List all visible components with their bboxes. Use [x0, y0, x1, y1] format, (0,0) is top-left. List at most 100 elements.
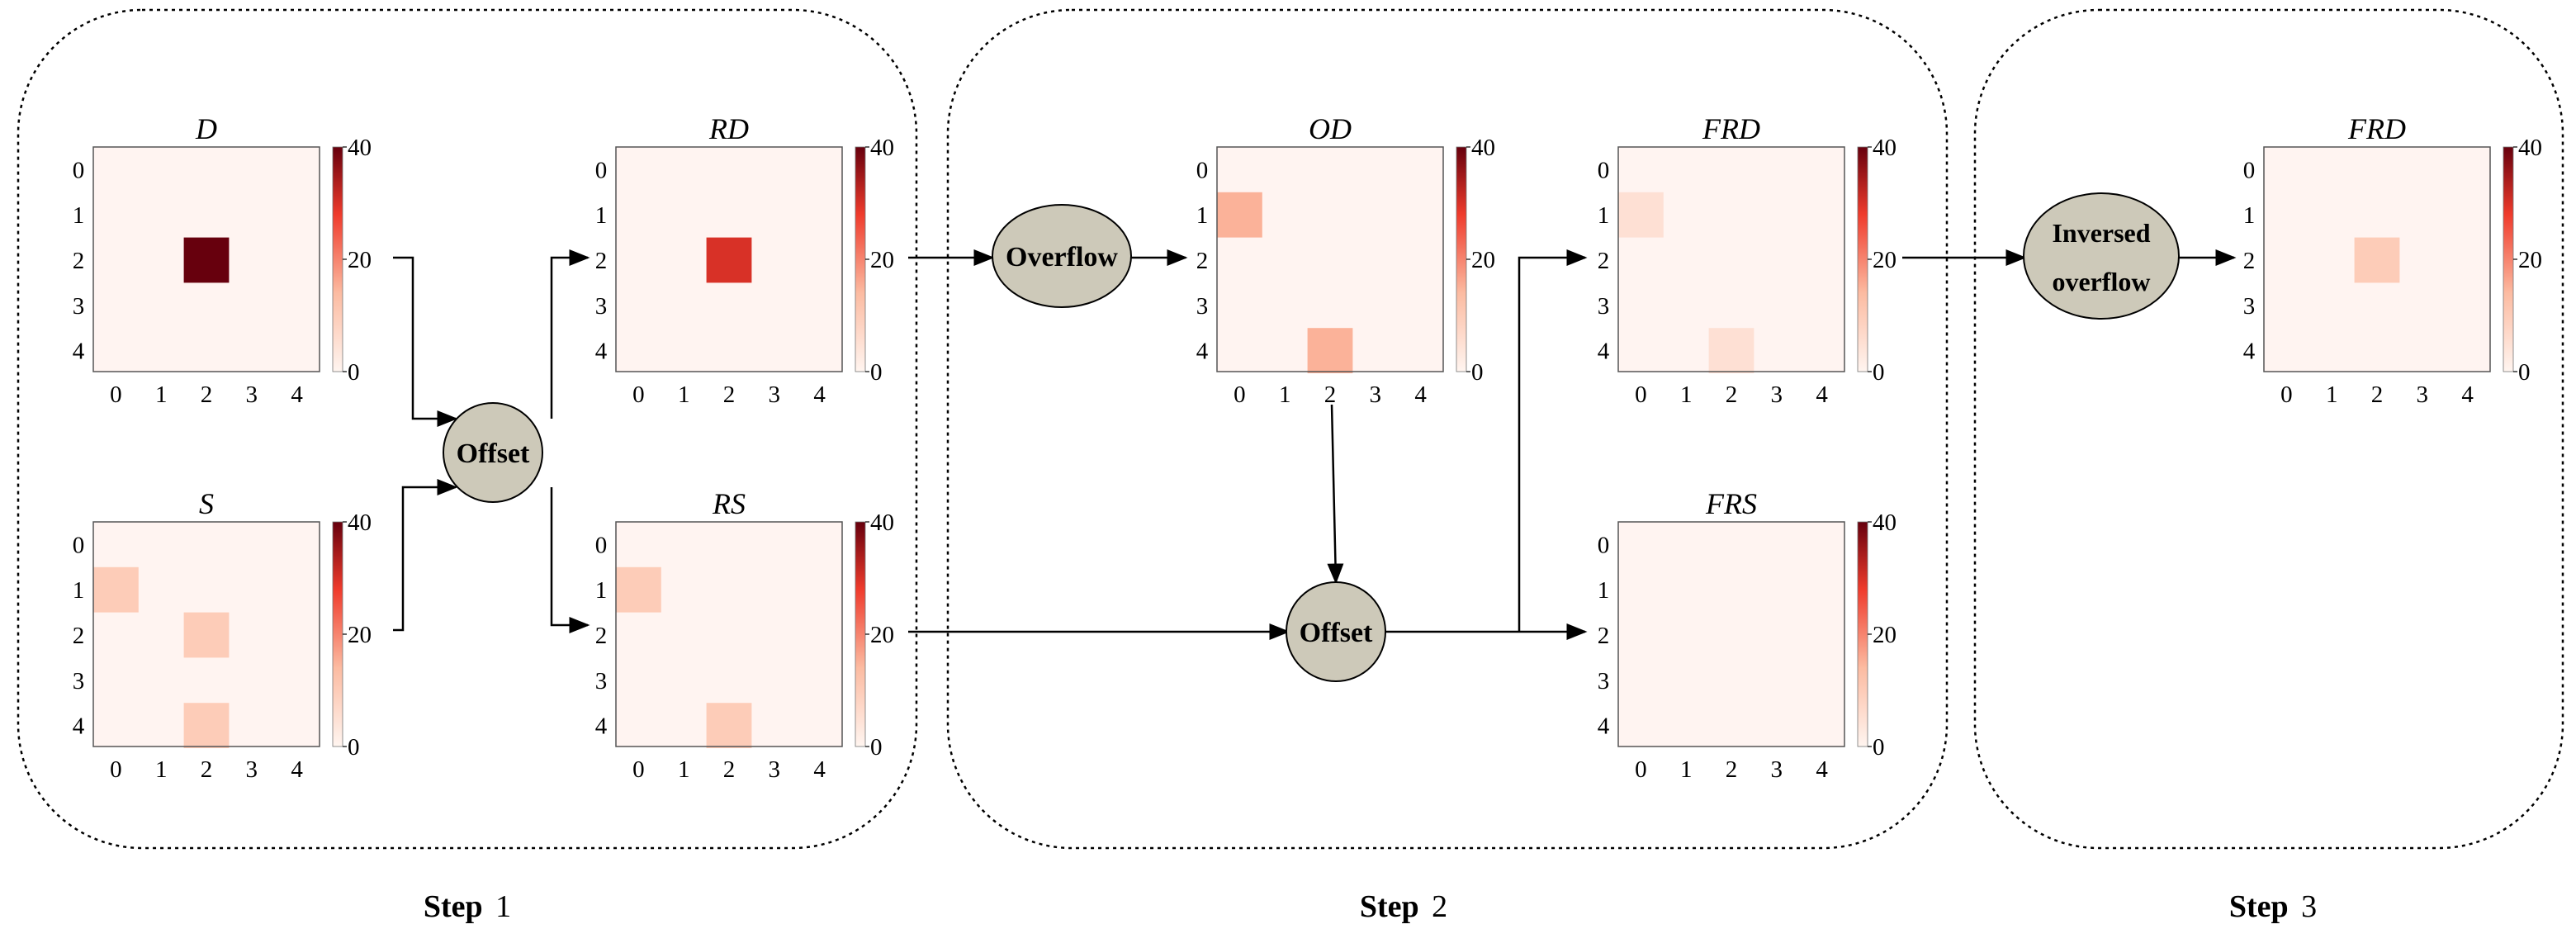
operation-nodes: Offset Overflow Offset Inversed overflow — [443, 192, 2180, 682]
heatmap-border — [1216, 146, 1444, 372]
heatmap-cell — [183, 237, 230, 283]
heatmap-x-tick: 0 — [110, 756, 122, 783]
heatmap-y-tick: 2 — [1598, 248, 1610, 274]
heatmap-cell — [1307, 328, 1353, 373]
inversed-overflow-node: Inversed overflow — [2023, 192, 2180, 320]
heatmap-x-tick: 1 — [155, 382, 168, 408]
arrow-od-to-offset2 — [1327, 404, 1344, 585]
overflow-node: Overflow — [992, 204, 1132, 308]
heatmap-x-tick: 4 — [291, 756, 303, 783]
heatmap-y-tick: 2 — [2243, 248, 2256, 274]
heatmap-y-tick: 3 — [595, 668, 608, 694]
colorbar-tick-label: 20 — [348, 247, 372, 273]
arrow-offset2-to-frd — [1518, 249, 1588, 632]
heatmap-x-tick: 1 — [678, 382, 690, 408]
colorbar — [855, 521, 866, 747]
heatmap-y-tick: 4 — [73, 713, 85, 740]
heatmap-border — [615, 521, 843, 747]
colorbar-tick-label: 40 — [2518, 135, 2542, 161]
heatmap-x-tick: 3 — [246, 382, 258, 408]
heatmap-y-tick: 3 — [1598, 293, 1610, 320]
arrow-d-to-offset1 — [393, 256, 458, 427]
heatmap-y-tick: 3 — [73, 293, 85, 320]
heatmap-x-tick: 4 — [813, 382, 826, 408]
heatmap-y-tick: 2 — [73, 248, 85, 274]
heatmap-y-tick: 4 — [1598, 339, 1610, 365]
heatmap-y-tick: 0 — [73, 532, 85, 558]
heatmap-x-tick: 3 — [246, 756, 258, 783]
heatmap-cell — [706, 703, 752, 748]
heatmap-x-tick: 0 — [1635, 756, 1647, 783]
heatmap-y-tick: 1 — [1598, 577, 1610, 604]
colorbar-tick-label: 0 — [1873, 359, 1885, 386]
heatmap-y-tick: 2 — [595, 623, 608, 649]
heatmap-x-tick: 1 — [2326, 382, 2338, 408]
heatmap-y-tick: 2 — [1598, 623, 1610, 649]
colorbar-tick-label: 0 — [348, 734, 360, 761]
heatmap-title: FRD — [2347, 112, 2406, 145]
offset-node-2: Offset — [1286, 581, 1386, 682]
heatmap-y-tick: 3 — [1598, 668, 1610, 694]
heatmap-x-tick: 1 — [678, 756, 690, 783]
heatmap-x-tick: 4 — [1414, 382, 1427, 408]
colorbar-tick-label: 20 — [1873, 622, 1896, 648]
heatmap-cell — [706, 237, 752, 283]
heatmap-y-tick: 4 — [2243, 339, 2256, 365]
heatmap-x-tick: 2 — [1726, 756, 1738, 783]
heatmap-y-tick: 1 — [73, 577, 85, 604]
colorbar-tick-label: 0 — [870, 734, 883, 761]
heatmap-y-tick: 4 — [73, 339, 85, 365]
heatmap-y-tick: 0 — [595, 157, 608, 183]
heatmap-y-tick: 4 — [1196, 339, 1209, 365]
step1-prefix: Step — [424, 889, 483, 924]
heatmap-x-tick: 1 — [1279, 382, 1291, 408]
step2-label: Step 2 — [1360, 889, 1447, 924]
heatmap-x-tick: 3 — [1370, 382, 1382, 408]
heatmap-x-tick: 4 — [1816, 756, 1828, 783]
heatmap-title: RS — [712, 487, 746, 520]
heatmap-title: OD — [1309, 112, 1352, 145]
step-labels: Step 1 Step 2 Step 3 — [424, 889, 2317, 924]
heatmap-title: FRS — [1705, 487, 1757, 520]
heatmap-cell — [616, 566, 661, 613]
inversed-overflow-node-shape — [2023, 192, 2180, 320]
heatmap-y-tick: 0 — [595, 532, 608, 558]
colorbar-tick-label: 0 — [348, 359, 360, 386]
heatmap-y-tick: 1 — [73, 202, 85, 229]
heatmap-x-tick: 4 — [291, 382, 303, 408]
colorbar-tick-label: 0 — [1471, 359, 1484, 386]
step3-frame — [1973, 8, 2564, 850]
step3-number: 3 — [2301, 889, 2317, 924]
heatmap-cell — [1618, 192, 1664, 238]
offset-node-2-label: Offset — [1300, 618, 1373, 648]
colorbar — [1456, 146, 1467, 372]
heatmap-y-tick: 2 — [73, 623, 85, 649]
heatmap-y-tick: 3 — [2243, 293, 2256, 320]
heatmap-x-tick: 1 — [155, 756, 168, 783]
heatmap-y-tick: 0 — [73, 157, 85, 183]
colorbar-tick-label: 40 — [1471, 135, 1495, 161]
heatmap-x-tick: 0 — [2280, 382, 2293, 408]
colorbar — [332, 146, 343, 372]
heatmap-background — [1618, 522, 1844, 747]
heatmap-x-tick: 3 — [1771, 756, 1783, 783]
heatmap-x-tick: 0 — [1234, 382, 1246, 408]
heatmap-cell — [93, 566, 139, 613]
colorbar-tick-label: 0 — [870, 359, 883, 386]
colorbar-tick-label: 20 — [348, 622, 372, 648]
heatmap-cell — [183, 703, 230, 748]
heatmap-x-tick: 2 — [723, 382, 736, 408]
heatmap-cell — [183, 612, 230, 658]
arrow-s-to-offset1 — [393, 479, 458, 632]
heatmap-border — [615, 146, 843, 372]
heatmap-title: FRD — [1702, 112, 1760, 145]
step1-label: Step 1 — [424, 889, 511, 924]
colorbar-tick-label: 20 — [870, 247, 894, 273]
overflow-node-shape — [992, 204, 1132, 308]
